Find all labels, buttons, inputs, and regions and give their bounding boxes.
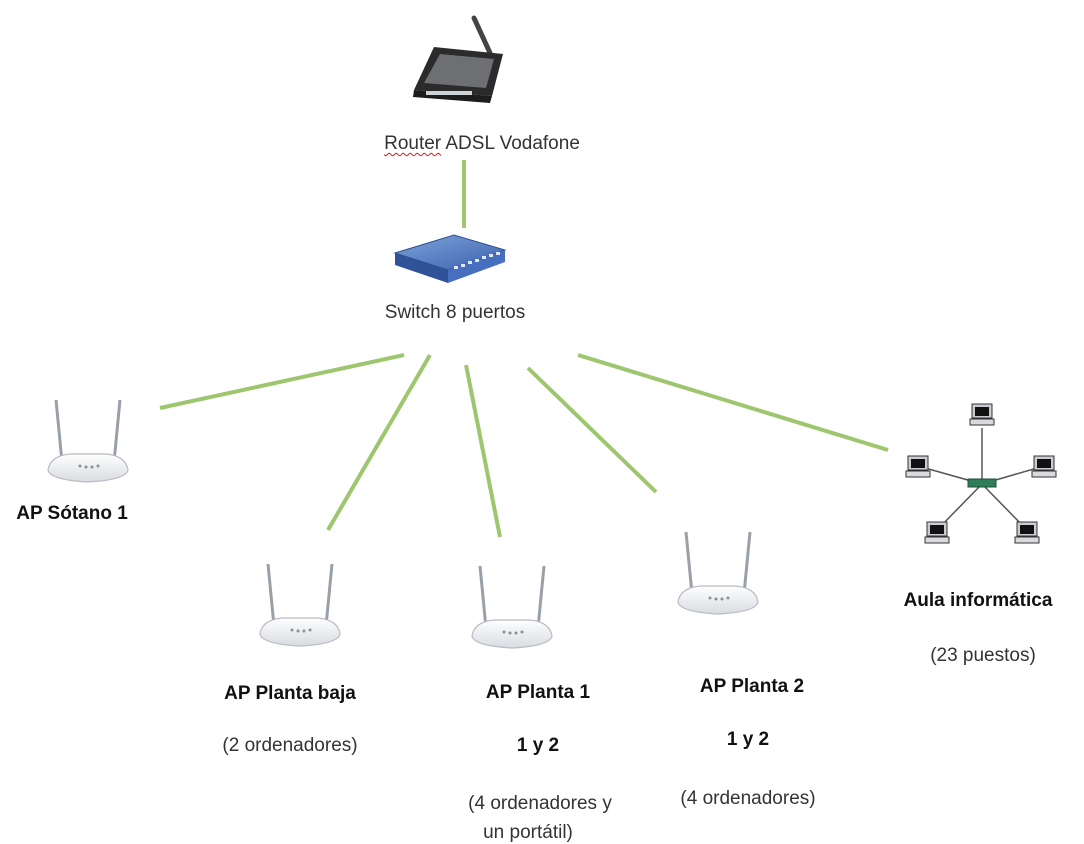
ap-planta-2-detail: (4 ordenadores) [680, 788, 816, 809]
aula-label: Aula informática [903, 590, 1053, 611]
ap-planta-baja-detail: (2 ordenadores) [222, 735, 358, 756]
wifi-access-point-icon [46, 398, 130, 484]
wifi-access-point-icon [258, 562, 342, 648]
ap-sotano-label: AP Sótano 1 [16, 503, 128, 524]
wifi-access-point-icon [676, 530, 760, 616]
ap-planta-1-detail-line2: un portátil) [483, 822, 573, 843]
ap-planta-1-label: AP Planta 1 [485, 682, 591, 703]
aula-detail: (23 puestos) [930, 645, 1036, 666]
star-network-icon [905, 403, 1057, 544]
ap-planta-baja-label: AP Planta baja [224, 683, 356, 704]
ap-planta-1-label-line2: 1 y 2 [516, 735, 560, 756]
link-switch-ap-p2 [526, 366, 658, 494]
ap-planta-2-label: AP Planta 2 [699, 676, 805, 697]
link-switch-ap-sotano [159, 353, 405, 410]
router-label-part2: ADSL Vodafone [441, 133, 580, 154]
router-label-part1: Router [384, 133, 442, 154]
wifi-access-point-icon [470, 564, 554, 650]
ap-planta-1-detail: (4 ordenadores y [468, 793, 612, 814]
link-switch-aula [577, 353, 889, 452]
network-switch-icon [393, 234, 507, 283]
link-switch-ap-baja [326, 353, 432, 532]
connection-links [159, 160, 889, 538]
router-label: Router ADSL Vodafone [384, 133, 580, 155]
switch-label: Switch 8 puertos [384, 302, 526, 323]
adsl-router-icon [413, 15, 503, 103]
link-switch-ap-p1 [464, 364, 502, 538]
ap-planta-2-label-line2: 1 y 2 [726, 729, 770, 750]
